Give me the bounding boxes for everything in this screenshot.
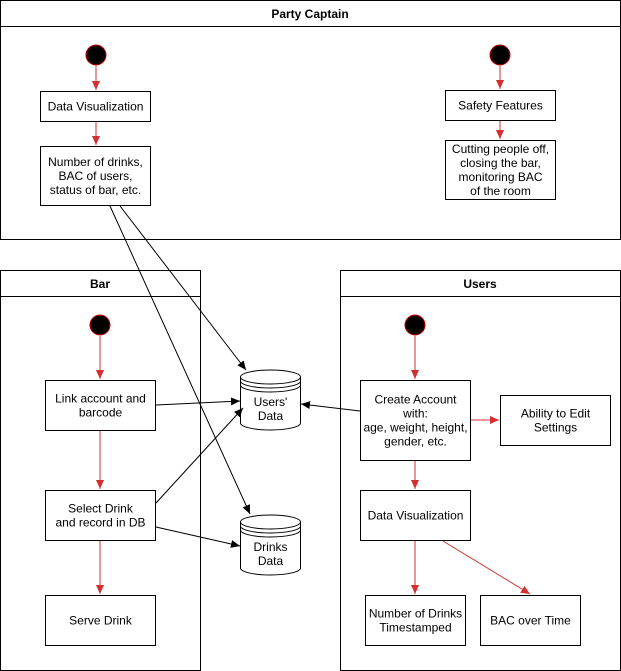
start-node-pc-left [85,44,107,66]
label-line: BAC over Time [490,614,571,628]
label-line: Select Drink [68,502,134,516]
pc-stats-box [40,146,151,206]
node-labels: Data Visualization Number of drinks,BAC … [48,99,591,635]
flow-arrow [442,540,531,595]
pc-safety-actions-label: Cutting people off,closing the bar,monit… [452,142,549,198]
label-line: Cutting people off, [452,142,549,156]
pc-safety-features-label: Safety Features [458,99,543,113]
pc-data-visualization-label: Data Visualization [48,100,144,114]
label-line: Data [258,554,284,568]
start-node-bar [89,314,111,336]
label-line: Drinks [253,540,287,554]
users-data-visualization-box [360,490,471,541]
label-line: barcode [79,406,123,420]
label-line: Create Account [374,393,457,407]
label-line: of the room [470,184,531,198]
bar-select-drink-box [45,490,156,541]
pc-data-visualization-box [40,91,151,122]
users-drinks-timestamped-box [365,595,466,646]
users-bac-over-time-label: BAC over Time [490,614,571,628]
data-arrow [300,401,361,412]
control-flow-arrows [92,66,531,595]
users-edit-settings-box [500,395,611,446]
label-line: Users' [254,395,288,409]
label-line: with: [402,407,428,421]
label-line: and record in DB [55,516,145,530]
data-flow-arrows [109,205,361,548]
users-data-store [240,369,301,431]
label-line: gender, etc. [384,435,447,449]
bar-serve-drink-label: Serve Drink [69,614,133,628]
pc-safety-actions-box [445,140,556,200]
label-line: closing the bar, [460,156,541,170]
label-line: Settings [534,421,577,435]
label-line: status of bar, etc. [50,183,141,197]
label-line: Number of drinks, [48,155,143,169]
label-line: Data Visualization [48,100,144,114]
data-arrow [155,407,244,504]
bar-link-account-box [45,380,156,431]
start-node-users [404,314,426,336]
pc-stats-label: Number of drinks,BAC of users,status of … [48,155,143,197]
data-arrow [155,526,241,548]
users-data-store-label: Users'Data [254,395,288,423]
start-node-pc-right [489,44,511,66]
data-arrow [119,205,247,371]
pc-safety-features-box [445,90,556,121]
label-line: Serve Drink [69,614,133,628]
label-line: Number of Drinks [369,607,462,621]
lane-title-users: Users [463,277,497,291]
users-bac-over-time-box [480,595,581,646]
lane-title-party-captain: Party Captain [271,7,348,21]
label-line: Link account and [55,392,146,406]
lane-title-bar: Bar [90,277,110,291]
label-line: Ability to Edit [521,407,591,421]
bar-serve-drink-box [45,595,156,646]
label-line: Data Visualization [368,509,464,523]
label-line: Timestamped [379,621,451,635]
users-create-account-box [360,380,471,461]
label-line: monitoring BAC [458,170,542,184]
label-line: Safety Features [458,99,543,113]
label-line: Data [258,409,284,423]
users-data-visualization-label: Data Visualization [368,509,464,523]
data-arrow [109,205,251,515]
drinks-data-store [240,514,301,576]
label-line: BAC of users, [58,169,132,183]
data-arrow [155,397,241,406]
label-line: age, weight, height, [363,421,467,435]
